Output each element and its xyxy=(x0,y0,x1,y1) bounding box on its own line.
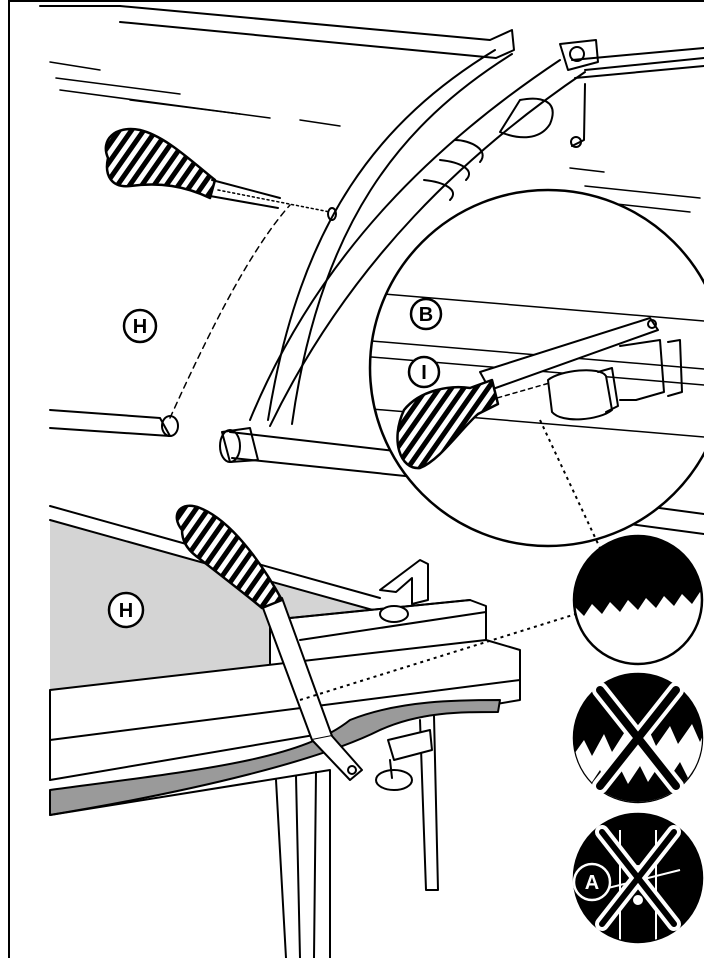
crossed-out-clamp-icon: A xyxy=(572,812,704,944)
inset-saw-handle xyxy=(396,378,500,470)
clamp-knob xyxy=(375,769,413,791)
inset-tube-cut xyxy=(597,367,619,413)
label-h-top-text: H xyxy=(133,316,147,338)
label-h-top: H xyxy=(122,308,158,344)
table-top-edge xyxy=(49,679,521,781)
arch-bar-left-inner xyxy=(291,53,513,425)
arch-ornament xyxy=(499,97,554,139)
top-bracket xyxy=(559,39,599,71)
saw-teeth-pointing-up-icon xyxy=(572,534,704,666)
table-leg xyxy=(275,771,317,958)
arch-slot-2 xyxy=(439,159,470,181)
saw-blade-bottom-hole xyxy=(347,765,357,775)
inset-blade-hole xyxy=(647,319,657,329)
bottom-rail-left xyxy=(49,409,171,437)
saw-handle-bottom xyxy=(175,504,284,610)
saw-teeth-crossed-out-icon xyxy=(572,672,704,804)
bracket-bolt xyxy=(569,46,585,62)
saw-blade-tip xyxy=(327,207,337,221)
inset-profile-rear xyxy=(667,339,683,397)
leader-line-saw xyxy=(299,613,577,701)
inset-tube xyxy=(547,369,613,421)
leader-line-inset xyxy=(539,419,601,549)
front-rail-end xyxy=(219,429,241,463)
arch-slot-3 xyxy=(423,179,454,201)
clamp-screw xyxy=(389,759,393,779)
label-h-bottom: H xyxy=(107,591,145,629)
label-i-text: I xyxy=(421,362,427,384)
arch-bar-left-outer xyxy=(267,49,496,421)
clamp-bar-lines xyxy=(269,599,487,641)
rear-rail-left xyxy=(119,5,515,59)
clamp-screw-top xyxy=(379,605,409,623)
label-b-text: B xyxy=(419,304,433,326)
saw-blade-dotted xyxy=(217,189,331,213)
detail-inset: B I xyxy=(368,188,704,548)
label-a xyxy=(572,862,612,902)
bracket-arm xyxy=(571,83,586,147)
arch-slot-1 xyxy=(454,139,484,163)
table-front-left xyxy=(49,769,331,958)
label-b: B xyxy=(409,297,443,331)
clamp-screw-body xyxy=(387,729,433,761)
saw-blade-top xyxy=(209,179,281,209)
panel-glare-lines xyxy=(49,61,701,213)
clamp-handle xyxy=(379,559,429,605)
front-rail-end-cap xyxy=(221,427,259,463)
label-h-bottom-text: H xyxy=(119,600,133,622)
saw-handle-top xyxy=(104,127,217,200)
inset-profile xyxy=(619,339,665,401)
label-a-text: A xyxy=(585,872,599,894)
arch-main-outer xyxy=(249,59,561,421)
cut-panel-strip xyxy=(49,699,501,816)
top-scene xyxy=(39,5,704,535)
rear-rail-right xyxy=(571,47,704,79)
bracket-bolt-lower xyxy=(570,136,582,148)
bottom-rail-left-end xyxy=(161,415,179,437)
label-i: I xyxy=(407,355,441,389)
bottom-scene xyxy=(49,504,521,958)
table-leg-right xyxy=(419,715,439,891)
arch-main-inner xyxy=(269,71,586,427)
cut-line-arc xyxy=(169,204,291,419)
